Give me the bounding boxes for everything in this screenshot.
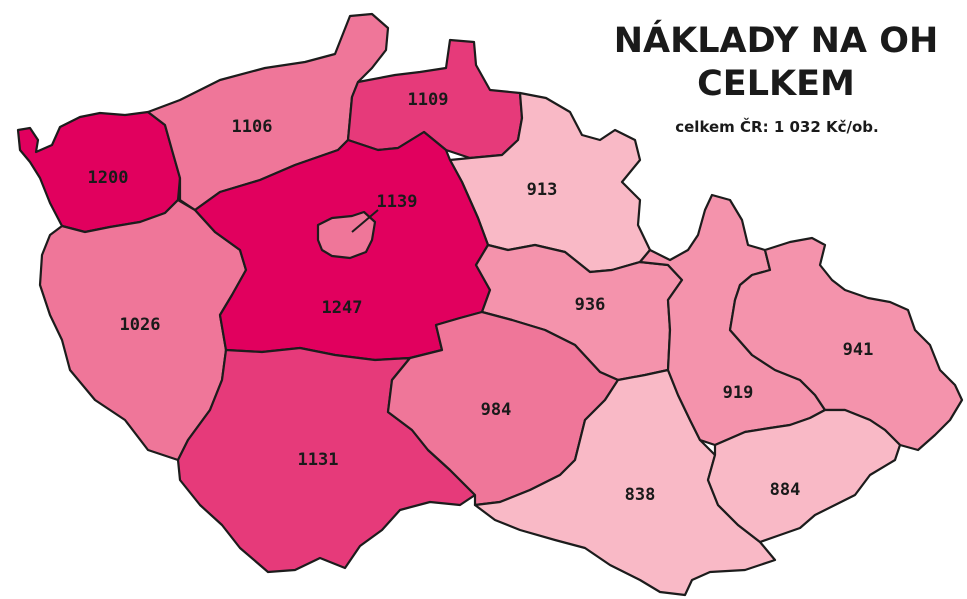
region-label-zlinsky: 884 bbox=[770, 480, 801, 500]
map-subtitle: celkem ČR: 1 032 Kč/ob. bbox=[675, 118, 879, 136]
region-label-plzensky: 1026 bbox=[120, 315, 161, 335]
region-moravskoslezsky[interactable] bbox=[728, 236, 964, 452]
region-label-pardubicky: 936 bbox=[575, 295, 606, 315]
region-label-liberecky: 1109 bbox=[408, 90, 449, 110]
map-title: NÁKLADY NA OH CELKEM bbox=[590, 20, 962, 106]
map-title-line2: CELKEM bbox=[697, 64, 855, 104]
region-label-karlovarsky: 1200 bbox=[88, 168, 129, 188]
region-label-moravskoslezsky: 941 bbox=[843, 340, 874, 360]
region-label-stredocesky: 1247 bbox=[322, 298, 363, 318]
region-zlinsky[interactable] bbox=[706, 408, 902, 544]
region-label-jihocesky: 1131 bbox=[298, 450, 339, 470]
region-jihomoravsky[interactable] bbox=[473, 368, 777, 597]
region-label-jihomoravsky: 838 bbox=[625, 485, 656, 505]
region-jihocesky[interactable] bbox=[176, 346, 477, 574]
praha-pointer-line bbox=[351, 209, 379, 233]
map-title-line1: NÁKLADY NA OH bbox=[613, 21, 939, 61]
region-label-ustecky: 1106 bbox=[232, 117, 273, 137]
region-label-vysocina: 984 bbox=[481, 400, 512, 420]
region-label-olomoucky: 919 bbox=[723, 383, 754, 403]
region-label-kralovehradecky: 913 bbox=[527, 180, 558, 200]
region-label-praha: 1139 bbox=[377, 192, 418, 212]
